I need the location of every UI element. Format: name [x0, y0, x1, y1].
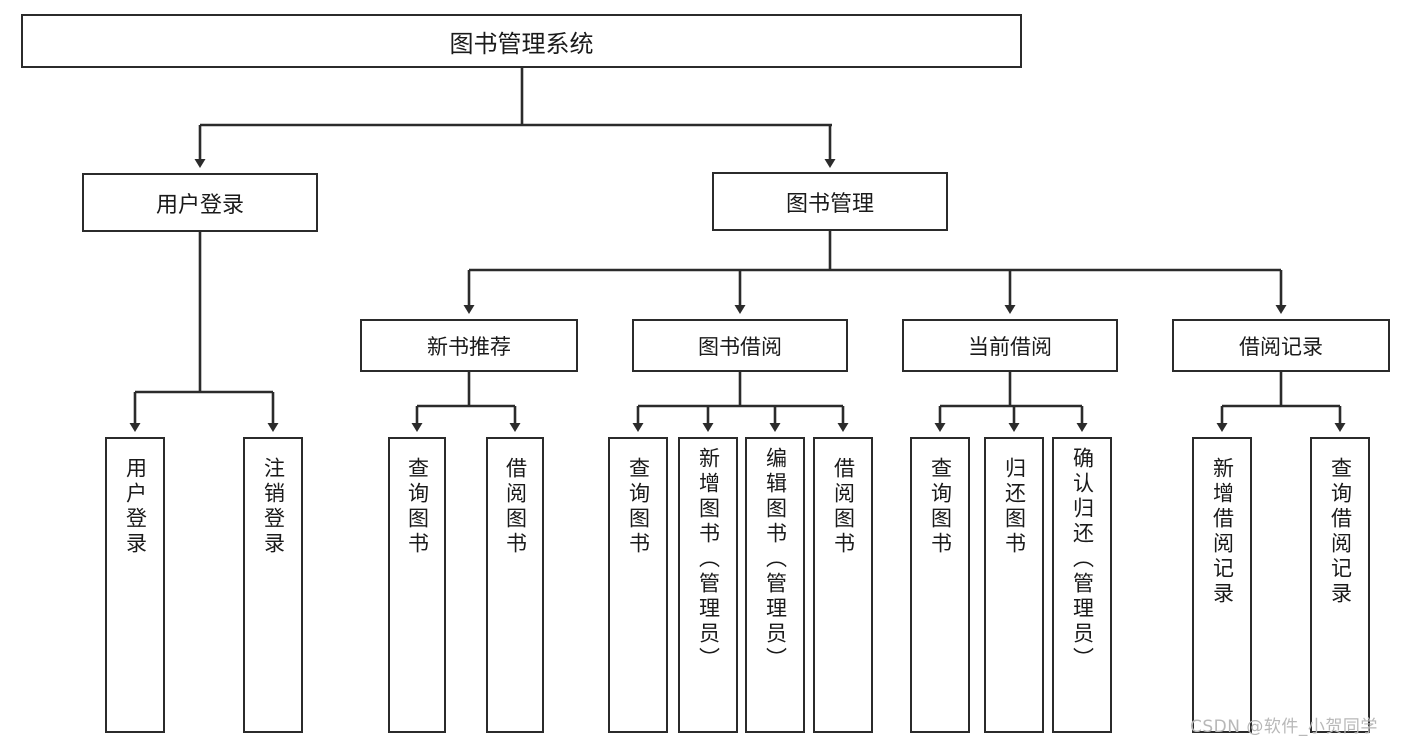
node-borrow-record[interactable]: 借阅记录: [1172, 319, 1390, 372]
node-leaf-query-books-borrow[interactable]: 查询图书: [608, 437, 668, 733]
node-leaf-user-login[interactable]: 用户登录: [105, 437, 165, 733]
node-leaf-return-book-label: 归还图书: [1002, 457, 1027, 557]
node-root-label: 图书管理系统: [449, 29, 594, 58]
node-leaf-borrow-book[interactable]: 借阅图书: [813, 437, 873, 733]
node-root[interactable]: 图书管理系统: [21, 14, 1022, 68]
node-leaf-add-book-admin-label: 新增图书（管理员）: [696, 447, 721, 672]
node-book-borrow[interactable]: 图书借阅: [632, 319, 848, 372]
node-leaf-query-books-current[interactable]: 查询图书: [910, 437, 970, 733]
node-leaf-query-books-current-label: 查询图书: [928, 457, 953, 557]
node-leaf-query-books-rec[interactable]: 查询图书: [388, 437, 446, 733]
node-leaf-user-login-label: 用户登录: [123, 457, 148, 557]
node-leaf-borrow-book-label: 借阅图书: [831, 457, 856, 557]
node-leaf-borrow-books-rec[interactable]: 借阅图书: [486, 437, 544, 733]
node-leaf-borrow-books-rec-label: 借阅图书: [503, 457, 528, 557]
node-new-book-recommend[interactable]: 新书推荐: [360, 319, 578, 372]
node-new-book-recommend-label: 新书推荐: [427, 334, 511, 359]
node-leaf-add-borrow-record-label: 新增借阅记录: [1210, 457, 1235, 607]
node-book-borrow-label: 图书借阅: [698, 334, 782, 359]
node-leaf-edit-book-admin-label: 编辑图书（管理员）: [763, 447, 788, 672]
node-leaf-confirm-return-admin[interactable]: 确认归还（管理员）: [1052, 437, 1112, 733]
node-current-borrow[interactable]: 当前借阅: [902, 319, 1118, 372]
node-current-borrow-label: 当前借阅: [968, 334, 1052, 359]
node-leaf-query-books-rec-label: 查询图书: [405, 457, 430, 557]
node-borrow-record-label: 借阅记录: [1239, 334, 1323, 359]
node-leaf-confirm-return-admin-label: 确认归还（管理员）: [1070, 447, 1095, 672]
node-leaf-return-book[interactable]: 归还图书: [984, 437, 1044, 733]
node-leaf-logout[interactable]: 注销登录: [243, 437, 303, 733]
node-user-login-label: 用户登录: [155, 192, 244, 218]
node-leaf-edit-book-admin[interactable]: 编辑图书（管理员）: [745, 437, 805, 733]
node-leaf-query-borrow-record[interactable]: 查询借阅记录: [1310, 437, 1370, 733]
node-leaf-query-books-borrow-label: 查询图书: [626, 457, 651, 557]
node-leaf-add-book-admin[interactable]: 新增图书（管理员）: [678, 437, 738, 733]
node-leaf-add-borrow-record[interactable]: 新增借阅记录: [1192, 437, 1252, 733]
csdn-watermark: CSDN @软件_小贺同学: [1190, 717, 1378, 737]
node-book-management-label: 图书管理: [785, 191, 874, 217]
node-book-management[interactable]: 图书管理: [712, 172, 948, 231]
node-leaf-query-borrow-record-label: 查询借阅记录: [1328, 457, 1353, 607]
node-user-login[interactable]: 用户登录: [82, 173, 318, 232]
node-leaf-logout-label: 注销登录: [261, 457, 286, 557]
